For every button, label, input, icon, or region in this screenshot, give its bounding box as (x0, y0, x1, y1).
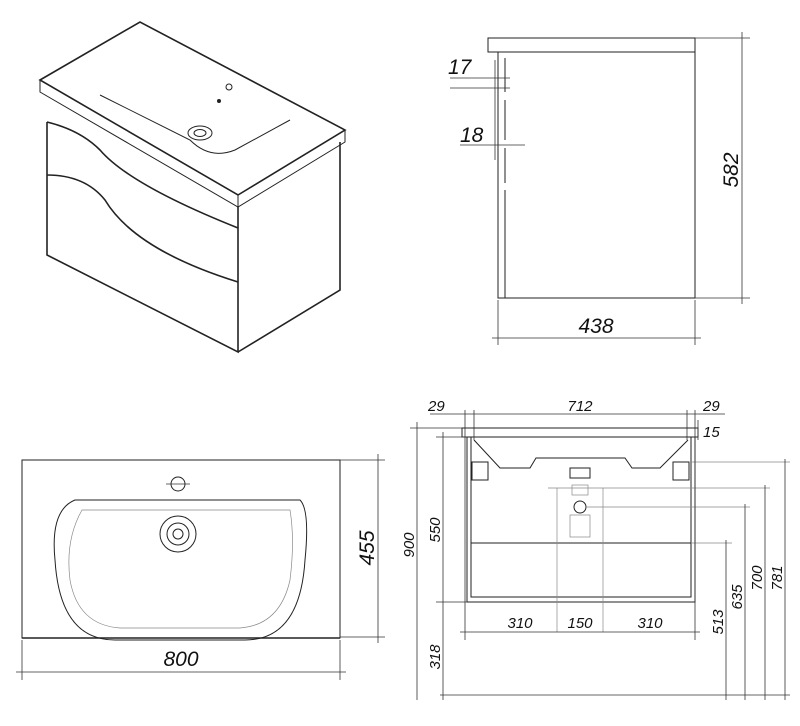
dim-310-right: 310 (637, 615, 663, 632)
dim-800: 800 (163, 648, 198, 671)
dim-781: 781 (769, 565, 786, 590)
dim-150: 150 (567, 615, 593, 632)
dim-318: 318 (427, 644, 444, 670)
drawer-top-handle (46, 121, 239, 229)
dim-455: 455 (356, 530, 379, 565)
dim-582: 582 (720, 152, 743, 187)
dim-310-left: 310 (507, 615, 533, 632)
drain-icon (187, 125, 213, 141)
isometric-view (38, 21, 347, 354)
dim-29-left: 29 (427, 398, 445, 415)
basin-outline (53, 499, 308, 641)
side-view: 17 18 582 438 (448, 32, 750, 345)
siphon (569, 484, 591, 538)
dim-17: 17 (448, 56, 473, 79)
dim-15: 15 (703, 424, 720, 441)
dim-438: 438 (578, 315, 613, 338)
dim-550: 550 (427, 517, 444, 543)
bracket-right (672, 461, 690, 481)
dim-712: 712 (567, 398, 593, 415)
basin-bowl (99, 94, 291, 154)
dim-18: 18 (460, 124, 484, 147)
dim-513: 513 (710, 609, 727, 635)
top-view: 455 800 (16, 454, 385, 680)
dim-700: 700 (749, 565, 766, 591)
dim-29-right: 29 (702, 398, 720, 415)
dim-635: 635 (729, 584, 746, 610)
drawer-bottom-handle (46, 174, 239, 283)
basin-top (38, 21, 347, 196)
faucet-hole-icon (225, 83, 233, 91)
front-view: 29 712 29 15 900 550 318 513 635 700 781… (401, 398, 790, 700)
dim-900: 900 (401, 532, 418, 558)
bracket-left (471, 461, 489, 481)
drain-icon (159, 515, 197, 553)
